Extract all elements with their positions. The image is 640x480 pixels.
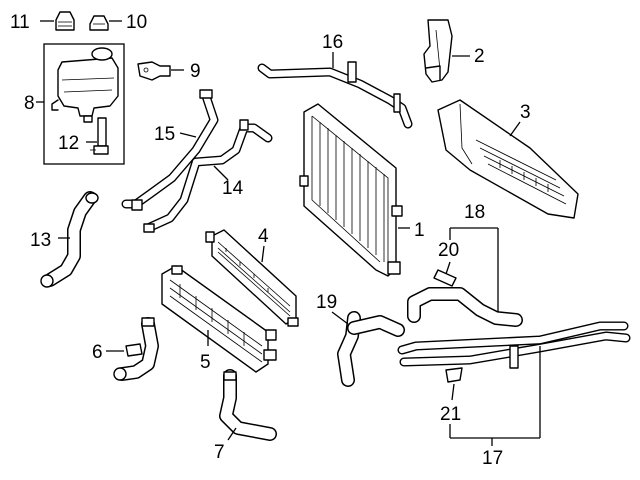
leader-20 (445, 261, 451, 275)
pipe-assembly-17 (397, 321, 631, 369)
leader-19 (331, 311, 349, 325)
callout-8: 8 (24, 93, 35, 114)
callout-13: 13 (30, 230, 51, 251)
air-guide-bracket-2 (423, 19, 453, 83)
hose-19 (337, 311, 405, 387)
callout-10: 10 (126, 12, 147, 33)
callout-21: 21 (440, 404, 461, 425)
coolant-pipe-14 (143, 119, 273, 233)
clamp-21 (445, 367, 463, 383)
callout-2: 2 (474, 46, 485, 67)
coolant-reservoir (51, 47, 119, 123)
hose-13 (40, 191, 99, 288)
callout-11: 11 (10, 12, 30, 33)
coupling-20 (433, 269, 457, 287)
air-duct-3 (437, 99, 579, 219)
callout-1: 1 (414, 220, 425, 241)
callout-16: 16 (322, 32, 343, 53)
callout-18: 18 (464, 202, 485, 223)
auxiliary-cooler-4 (205, 229, 299, 327)
callout-20: 20 (438, 240, 459, 261)
radiator-1 (299, 103, 403, 277)
bracket-9 (137, 61, 171, 81)
level-sensor-12 (90, 117, 109, 155)
leader-4 (261, 245, 265, 263)
hose-18 (407, 287, 523, 327)
coolant-pipe-15 (121, 89, 219, 211)
callout-9: 9 (190, 61, 201, 82)
hose-7 (219, 369, 277, 441)
callout-15: 15 (154, 124, 175, 145)
callout-7: 7 (214, 442, 225, 463)
callout-6: 6 (92, 342, 103, 363)
intercooler-5 (161, 265, 277, 373)
callout-3: 3 (520, 102, 531, 123)
leader-15 (179, 132, 197, 138)
reservoir-group-box (43, 43, 125, 165)
leader-21 (451, 383, 455, 401)
leader-14 (213, 165, 229, 181)
callout-14: 14 (222, 178, 244, 199)
cap-10 (89, 15, 109, 31)
callout-12: 12 (58, 133, 79, 154)
callout-19: 19 (316, 292, 337, 313)
callout-4: 4 (258, 226, 269, 247)
coolant-pipe-16 (257, 61, 413, 129)
leader-3 (509, 121, 521, 137)
leader-7 (227, 427, 237, 441)
callout-5: 5 (200, 352, 211, 373)
reservoir-cap-11 (55, 11, 75, 31)
callout-17: 17 (482, 448, 503, 469)
hose-6 (113, 317, 159, 381)
